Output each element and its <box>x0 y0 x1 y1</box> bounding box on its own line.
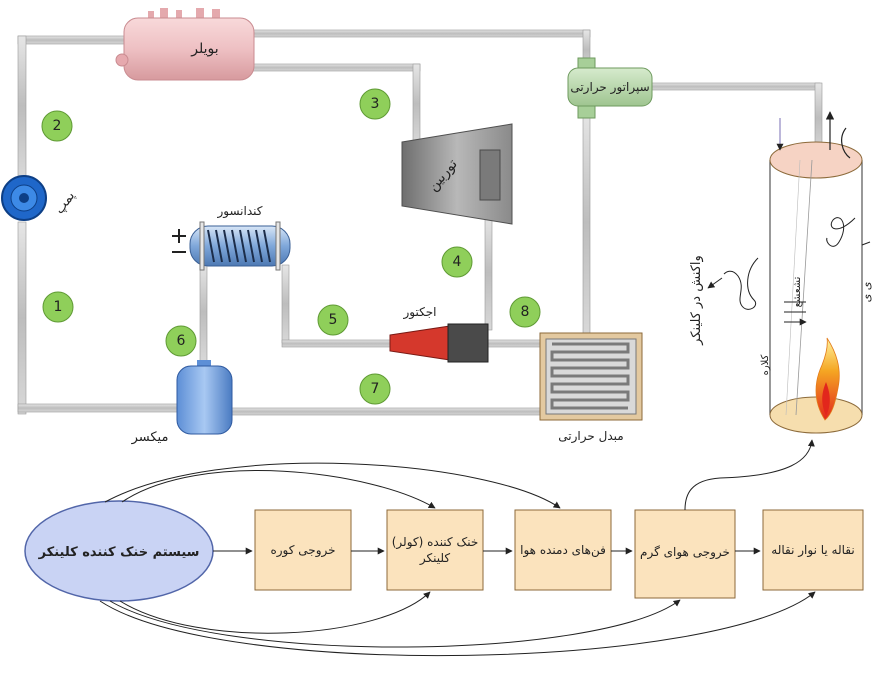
step-box-kiln-outlet <box>254 509 352 591</box>
pump-label: پمپ <box>52 189 78 217</box>
step-label-hot-air: خروجی هوای گرم <box>640 545 730 560</box>
boiler-label: بویلر <box>190 41 218 57</box>
clinker-flow: سیستم خنک کننده کلینکر خروجی کوره خنک کن… <box>24 439 864 657</box>
state-number-5: 5 <box>329 312 338 328</box>
state-number-4: 4 <box>453 254 462 270</box>
mixer-label: میکسر <box>131 430 169 445</box>
state-number-1: 1 <box>54 299 63 315</box>
kiln-edge-label: ی ی <box>860 282 873 303</box>
state-numbers: 1 2 3 4 5 6 7 8 <box>41 88 541 405</box>
step-box-fans <box>514 509 612 591</box>
step-label-kiln-outlet: خروجی کوره <box>270 543 335 558</box>
step-box-conveyor <box>762 509 864 591</box>
mixer: میکسر <box>131 360 233 445</box>
state-number-3: 3 <box>371 96 380 112</box>
step-label-fans: فن‌های دمنده هوا <box>520 543 606 558</box>
radiation-label: تشعشع <box>792 276 803 307</box>
condenser-label: کندانسور <box>216 204 262 219</box>
condenser: کندانسور <box>172 204 291 271</box>
state-number-2: 2 <box>53 118 62 134</box>
pipes <box>17 29 823 416</box>
kiln-cylinder: تشعشع کلاره واکنش در کلینکر ی ی <box>689 111 873 434</box>
wall-label: کلاره <box>760 354 771 375</box>
ejector: اجکتور <box>389 305 489 363</box>
state-number-8: 8 <box>521 304 530 320</box>
pump: پمپ <box>1 175 78 221</box>
turbine: توربین <box>401 123 513 225</box>
kiln-reaction-label: واکنش در کلینکر <box>689 255 704 346</box>
step-box-hot-air <box>634 509 736 599</box>
ejector-label: اجکتور <box>403 305 437 320</box>
heat-exchanger: مبدل حرارتی <box>539 332 643 444</box>
step-label-conveyor: نقاله یا نوار نقاله <box>771 543 854 558</box>
heat-exchanger-label: مبدل حرارتی <box>558 429 623 444</box>
boiler: بویلر <box>115 8 255 81</box>
step-box-cooler <box>386 509 484 591</box>
state-number-6: 6 <box>177 333 186 349</box>
separator-label: سپراتور حرارتی <box>570 80 649 95</box>
state-number-7: 7 <box>371 381 380 397</box>
system-label: سیستم خنک کننده کلینکر <box>38 545 200 560</box>
thermal-separator: سپراتور حرارتی <box>567 57 653 119</box>
step-label-cooler: خنک کننده (کولر) <box>392 535 479 550</box>
step-label-cooler-2: کلینکر <box>419 551 450 566</box>
